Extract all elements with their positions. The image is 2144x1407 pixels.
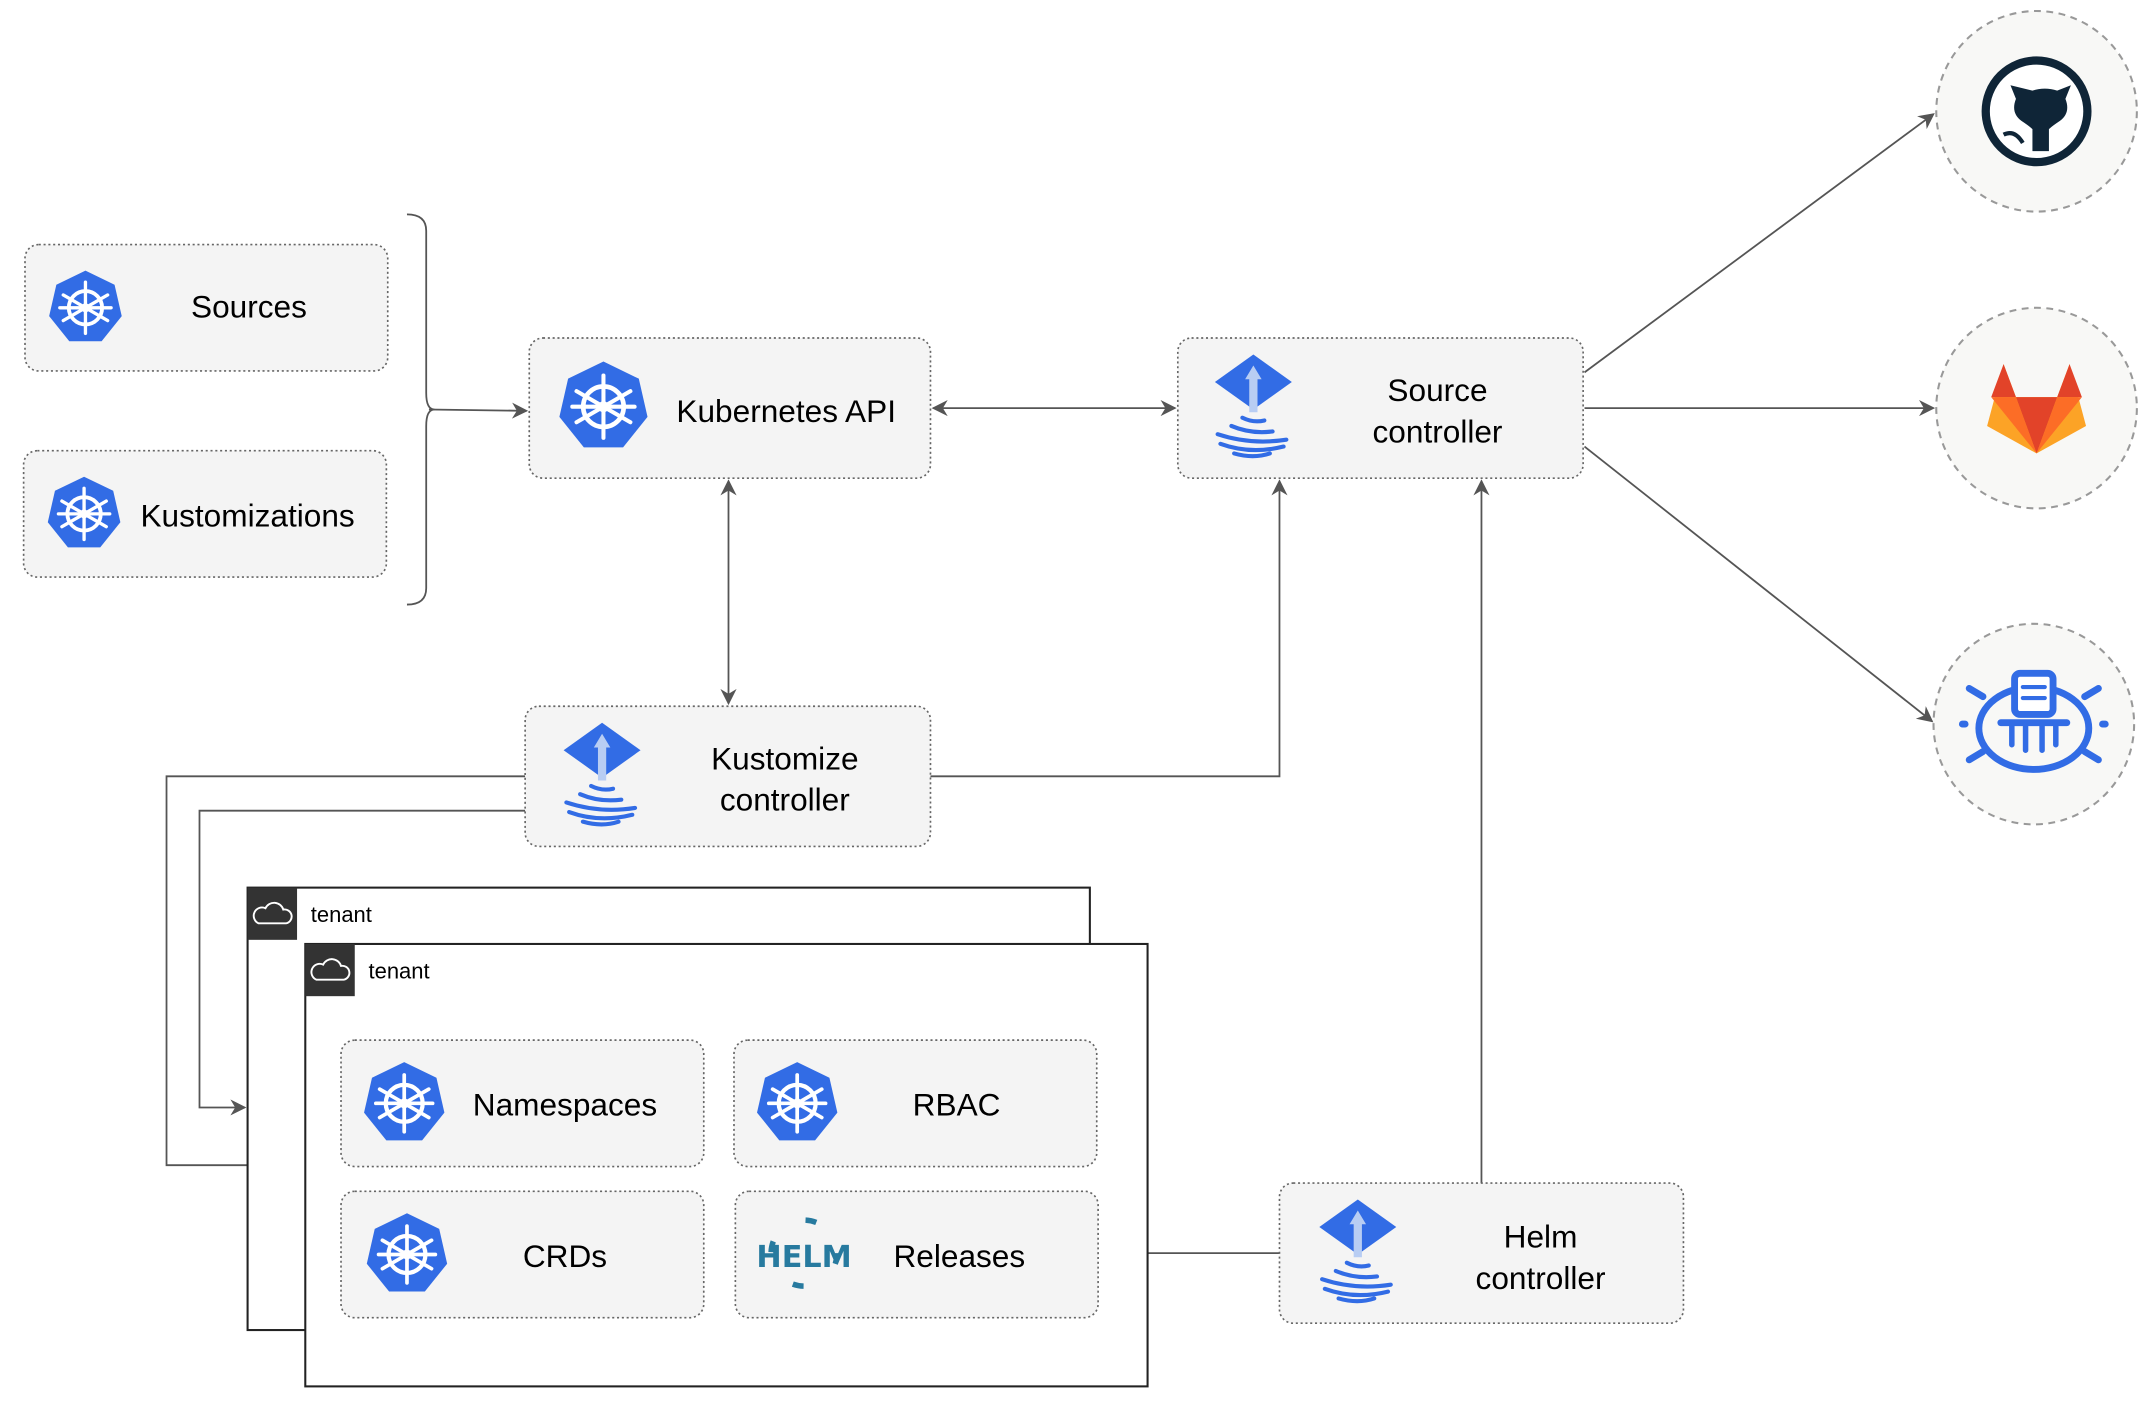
github-node[interactable]	[1935, 9, 2138, 213]
sources-label: Sources	[191, 288, 307, 324]
brace-to-api-arrow	[428, 402, 529, 419]
gitlab-icon	[1987, 364, 2087, 454]
rbac-node[interactable]: RBAC	[733, 1039, 1098, 1168]
source-to-bucket-arrow	[1583, 445, 1934, 723]
helm-logo-text: HELM	[756, 1240, 851, 1275]
helm-controller-node[interactable]: Helm controller	[1278, 1182, 1685, 1325]
bucket-node[interactable]	[1932, 622, 2136, 826]
helm-controller-label-2: controller	[1476, 1260, 1606, 1296]
cloud-icon-bg	[247, 887, 298, 940]
rbac-label: RBAC	[913, 1087, 1001, 1123]
gitlab-node[interactable]	[1935, 306, 2138, 510]
cloud-icon	[310, 958, 351, 981]
cloud-icon	[252, 901, 293, 925]
kustomize-to-tenant2-arrow	[165, 775, 526, 1174]
bucket-icon	[1958, 669, 2109, 773]
kustomize-controller-label-1: Kustomize	[711, 740, 858, 776]
kustomize-to-source-arrow	[930, 479, 1288, 778]
cloud-icon-bg	[305, 943, 355, 997]
helm-icon: HELM	[756, 1217, 852, 1289]
kustomizations-node[interactable]: Kustomizations	[22, 449, 388, 578]
releases-node[interactable]: HELM Releases	[734, 1190, 1099, 1319]
namespaces-label: Namespaces	[473, 1087, 657, 1123]
tenant-label: tenant	[369, 958, 430, 983]
kustomizations-label: Kustomizations	[140, 497, 354, 533]
source-controller-label-2: controller	[1373, 413, 1503, 449]
crds-node[interactable]: CRDs	[340, 1190, 705, 1319]
github-icon	[1981, 56, 2092, 167]
sources-node[interactable]: Sources	[24, 243, 389, 372]
tenant-label: tenant	[311, 902, 372, 927]
crds-label: CRDs	[523, 1238, 607, 1274]
helm-controller-label-1: Helm	[1504, 1219, 1578, 1255]
kubernetes-api-label: Kubernetes API	[676, 393, 896, 429]
source-controller-label-1: Source	[1387, 372, 1487, 408]
namespaces-node[interactable]: Namespaces	[340, 1039, 705, 1168]
source-controller-node[interactable]: Source controller	[1176, 337, 1584, 479]
kustomize-to-tenant1-arrow	[198, 809, 526, 1116]
kustomize-controller-label-2: controller	[720, 782, 850, 818]
kustomize-controller-node[interactable]: Kustomize controller	[524, 705, 932, 848]
kubernetes-api-node[interactable]: Kubernetes API	[528, 337, 932, 479]
releases-label: Releases	[893, 1238, 1025, 1274]
source-to-github-arrow	[1583, 113, 1935, 374]
